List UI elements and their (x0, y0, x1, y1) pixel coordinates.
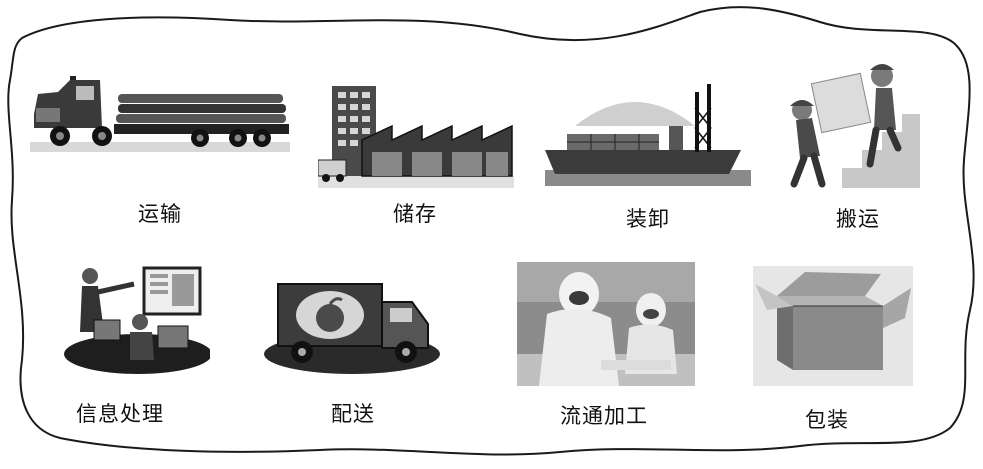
cardboard-box-photo (753, 266, 913, 386)
label-processing: 流通加工 (560, 404, 648, 428)
label-transport: 运输 (138, 202, 182, 226)
label-packaging: 包装 (805, 408, 849, 432)
movers-carrying-box-icon (790, 64, 920, 188)
information-processing-icon (64, 266, 210, 374)
label-delivery: 配送 (331, 402, 375, 426)
label-information: 信息处理 (76, 402, 164, 426)
log-truck-icon (30, 76, 290, 152)
warehouse-icon (318, 86, 514, 188)
label-loading: 装卸 (626, 207, 670, 231)
delivery-truck-icon (264, 283, 440, 374)
processing-workers-photo (517, 262, 695, 386)
cargo-ship-icon (545, 84, 751, 186)
label-storage: 储存 (393, 202, 437, 226)
label-handling: 搬运 (836, 207, 880, 231)
